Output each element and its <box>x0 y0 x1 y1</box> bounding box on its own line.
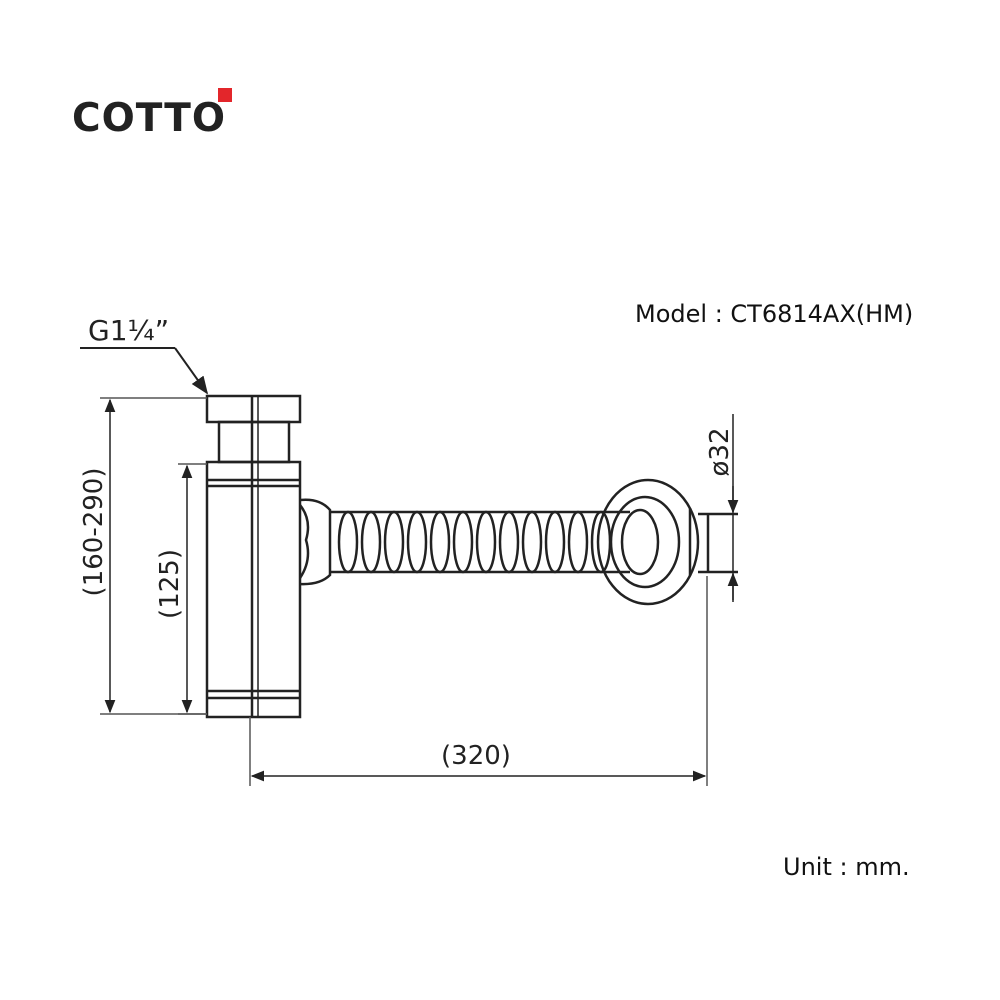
body-height-dimension <box>178 463 207 715</box>
wall-flange <box>596 478 700 606</box>
length-label: (320) <box>441 741 511 771</box>
length-dimension <box>249 576 708 786</box>
total-height-label: (160-290) <box>79 468 109 597</box>
unit-label: Unit : mm. <box>783 853 910 881</box>
cotto-logo: COTTO <box>72 96 227 141</box>
thread-label: G1¼” <box>88 314 169 347</box>
body-height-label: (125) <box>155 549 185 619</box>
diameter-label: ø32 <box>705 428 735 477</box>
trap-body <box>205 394 302 719</box>
total-height-dimension <box>100 397 207 715</box>
corrugated-pipe <box>330 510 630 574</box>
outlet-stub <box>698 512 738 574</box>
thread-callout: G1¼” <box>80 314 209 395</box>
outlet-connector <box>298 498 332 586</box>
logo-red-square <box>218 88 232 102</box>
model-label: Model : CT6814AX(HM) <box>635 300 914 328</box>
